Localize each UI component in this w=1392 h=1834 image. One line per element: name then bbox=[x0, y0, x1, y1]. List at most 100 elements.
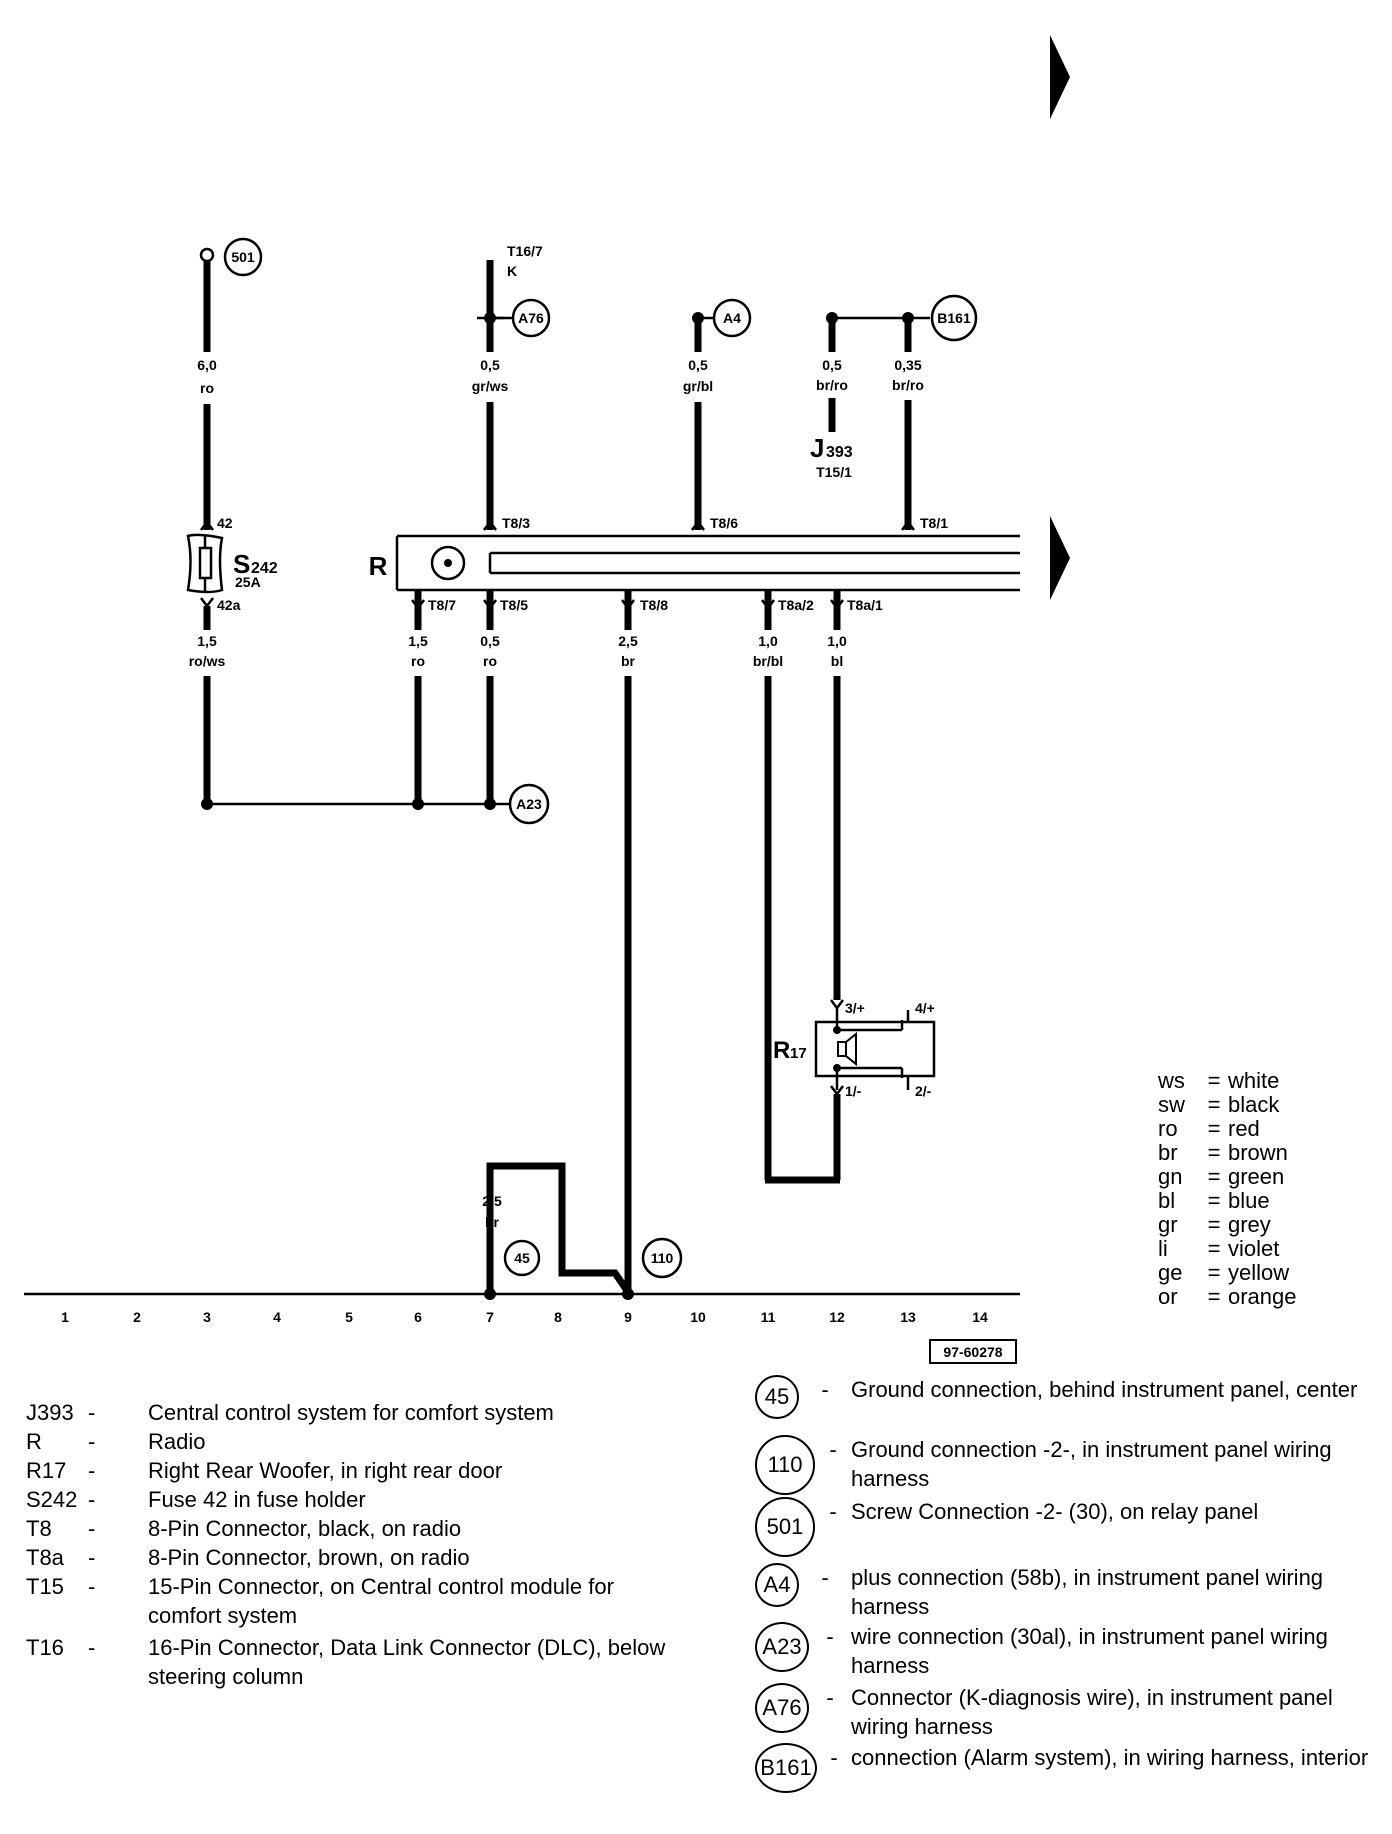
connection-symbol: 501 bbox=[755, 1497, 815, 1557]
svg-text:T8a/1: T8a/1 bbox=[847, 597, 883, 613]
svg-text:2: 2 bbox=[133, 1309, 141, 1325]
node-a23: A23 bbox=[508, 783, 550, 825]
connection-symbol: B161 bbox=[755, 1743, 817, 1793]
svg-text:T8/5: T8/5 bbox=[500, 597, 528, 613]
reference-number: 97-60278 bbox=[929, 1339, 1017, 1364]
connection-item: 501-Screw Connection -2- (30), on relay … bbox=[755, 1497, 1371, 1557]
svg-text:17: 17 bbox=[790, 1045, 807, 1062]
svg-text:K: K bbox=[507, 263, 517, 279]
wire-label: 1,5 bbox=[408, 633, 428, 649]
connection-symbol: 45 bbox=[755, 1375, 799, 1419]
svg-text:45: 45 bbox=[514, 1250, 530, 1266]
wire-label: gr/bl bbox=[683, 378, 713, 394]
node-501: 501 bbox=[223, 237, 263, 277]
svg-text:T8/1: T8/1 bbox=[920, 515, 948, 531]
svg-text:4: 4 bbox=[273, 1309, 281, 1325]
svg-text:S: S bbox=[233, 549, 250, 579]
svg-text:A76: A76 bbox=[518, 310, 544, 326]
wire-label: br/ro bbox=[892, 377, 924, 393]
svg-text:T8/6: T8/6 bbox=[710, 515, 738, 531]
component-item: T15-15-Pin Connector, on Central control… bbox=[26, 1574, 614, 1628]
svg-text:3: 3 bbox=[203, 1309, 211, 1325]
svg-text:7: 7 bbox=[486, 1309, 494, 1325]
svg-text:T8/8: T8/8 bbox=[640, 597, 668, 613]
wire-label: 1,0 bbox=[758, 633, 778, 649]
svg-text:2/-: 2/- bbox=[915, 1083, 932, 1099]
component-item: R17-Right Rear Woofer, in right rear doo… bbox=[26, 1458, 503, 1483]
svg-text:3/+: 3/+ bbox=[845, 1000, 865, 1016]
svg-text:1: 1 bbox=[61, 1309, 69, 1325]
component-item: T16-16-Pin Connector, Data Link Connecto… bbox=[26, 1635, 666, 1689]
svg-text:J: J bbox=[810, 433, 824, 463]
svg-text:1/-: 1/- bbox=[845, 1083, 862, 1099]
svg-text:8: 8 bbox=[554, 1309, 562, 1325]
svg-text:T15/1: T15/1 bbox=[816, 464, 852, 480]
legend-item: ws=white bbox=[1158, 1068, 1280, 1093]
legend-item: li=violet bbox=[1158, 1236, 1280, 1261]
wire-label: br bbox=[621, 653, 636, 669]
component-item: J393-Central control system for comfort … bbox=[26, 1400, 554, 1425]
connection-item: 45-Ground connection, behind instrument … bbox=[755, 1375, 1371, 1419]
legend-item: gr=grey bbox=[1158, 1212, 1271, 1237]
svg-text:14: 14 bbox=[972, 1309, 988, 1325]
svg-text:42a: 42a bbox=[217, 597, 241, 613]
component-item: T8a-8-Pin Connector, brown, on radio bbox=[26, 1545, 470, 1570]
wire-label: 1,5 bbox=[197, 633, 217, 649]
radio-r: R bbox=[369, 534, 1020, 592]
svg-text:10: 10 bbox=[690, 1309, 706, 1325]
legend-item: gn=green bbox=[1158, 1164, 1285, 1189]
svg-text:6: 6 bbox=[414, 1309, 422, 1325]
grid-scale: 1 2 3 4 5 6 7 8 9 10 11 12 13 14 bbox=[61, 1309, 988, 1325]
wire-label: 0,5 bbox=[688, 357, 708, 373]
legend-item: or=orange bbox=[1158, 1284, 1297, 1309]
svg-text:9: 9 bbox=[624, 1309, 632, 1325]
component-item: R-Radio bbox=[26, 1429, 206, 1454]
svg-text:5: 5 bbox=[345, 1309, 353, 1325]
svg-text:25A: 25A bbox=[235, 574, 261, 590]
svg-text:R: R bbox=[369, 551, 388, 581]
connection-item: A76-Connector (K-diagnosis wire), in ins… bbox=[755, 1683, 1371, 1741]
node-a76: A76 bbox=[511, 298, 551, 338]
component-legend: J393-Central control system for comfort … bbox=[26, 1398, 708, 1691]
wire-label: ro bbox=[411, 653, 425, 669]
continuation-arrow-mid bbox=[1050, 516, 1070, 600]
svg-text:393: 393 bbox=[826, 444, 853, 461]
connection-symbol: 110 bbox=[755, 1435, 815, 1495]
wire-label: ro/ws bbox=[189, 653, 226, 669]
wire-label: 2,5 bbox=[618, 633, 638, 649]
svg-text:B161: B161 bbox=[937, 310, 971, 326]
wire-label: ro bbox=[200, 380, 214, 396]
svg-text:11: 11 bbox=[761, 1309, 776, 1325]
wire-label: 0,5 bbox=[480, 633, 500, 649]
svg-text:12: 12 bbox=[829, 1309, 845, 1325]
legend-item: sw=black bbox=[1158, 1092, 1280, 1117]
wire-label: ro bbox=[483, 653, 497, 669]
wire-label: 2,5 bbox=[482, 1193, 502, 1209]
component-item: T8-8-Pin Connector, black, on radio bbox=[26, 1516, 462, 1541]
svg-text:97-60278: 97-60278 bbox=[943, 1344, 1002, 1360]
svg-text:T16/7: T16/7 bbox=[507, 243, 543, 259]
legend-item: bl=blue bbox=[1158, 1188, 1270, 1213]
legend-item: br=brown bbox=[1158, 1140, 1288, 1165]
svg-text:501: 501 bbox=[231, 249, 255, 265]
connection-item: A23-wire connection (30al), in instrumen… bbox=[755, 1622, 1371, 1680]
svg-text:T8/3: T8/3 bbox=[502, 515, 530, 531]
connection-item: A4-plus connection (58b), in instrument … bbox=[755, 1563, 1371, 1621]
wire-label: br/bl bbox=[753, 653, 783, 669]
fuse-s242: S 242 25A bbox=[186, 533, 278, 594]
connection-symbol: A4 bbox=[755, 1563, 799, 1607]
ground-45: 45 bbox=[503, 1239, 541, 1277]
connection-item: B161-connection (Alarm system), in wirin… bbox=[755, 1743, 1371, 1793]
node-a4: A4 bbox=[712, 298, 752, 338]
svg-text:A23: A23 bbox=[516, 796, 542, 812]
wire-label: bl bbox=[831, 653, 843, 669]
svg-text:T8a/2: T8a/2 bbox=[778, 597, 814, 613]
svg-text:R: R bbox=[773, 1037, 790, 1064]
legend-item: ge=yellow bbox=[1158, 1260, 1290, 1285]
svg-text:13: 13 bbox=[900, 1309, 916, 1325]
wire-label: 0,5 bbox=[822, 357, 842, 373]
svg-text:T8/7: T8/7 bbox=[428, 597, 456, 613]
color-legend: ws=white sw=black ro=red br=brown gn=gre… bbox=[1158, 1069, 1297, 1309]
wire-label: 6,0 bbox=[197, 357, 217, 373]
